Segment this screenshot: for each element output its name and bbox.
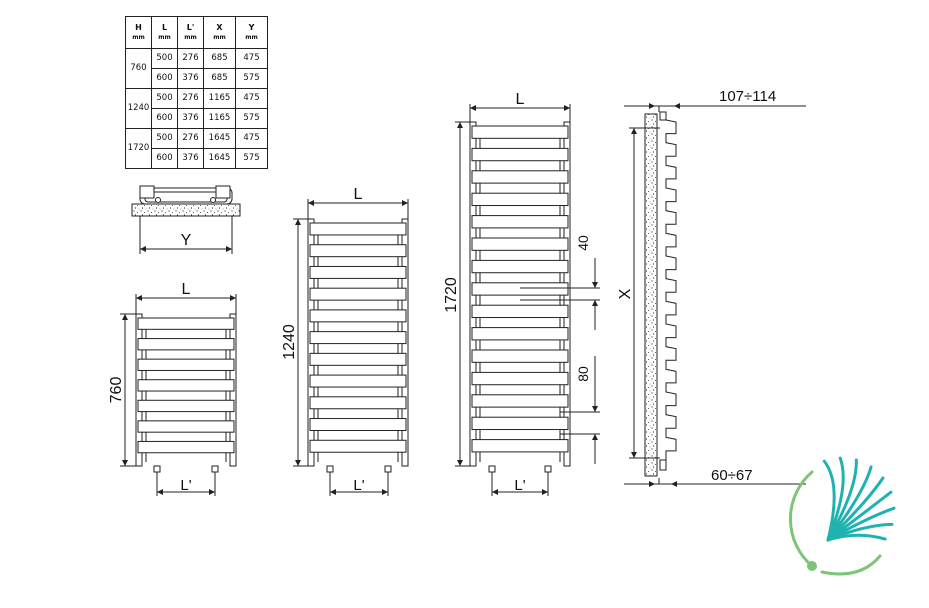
radiator-760 (135, 313, 237, 473)
top-bracket (659, 111, 667, 121)
header-l-prime: L'mm (177, 16, 204, 49)
bracket-clamp-left (139, 185, 155, 199)
table-row: 600 376 1645 575 (126, 148, 268, 169)
radiator-bar (309, 439, 407, 453)
dim-label-depth-bottom: 60÷67 (711, 467, 753, 484)
valve-right (211, 465, 219, 473)
radiator-bar (471, 371, 569, 386)
dims-1240 (293, 199, 409, 496)
screw-icon (155, 197, 161, 203)
valve-right (384, 465, 392, 473)
dim-label-height-760: 760 (108, 377, 125, 404)
logo-arc-left (789, 470, 814, 568)
radiator-bar (137, 338, 235, 351)
dims-760 (120, 294, 237, 496)
logo-ray (822, 459, 836, 542)
radiator-bar (137, 420, 235, 433)
dim-label-depth-top: 107÷114 (719, 88, 776, 105)
wall-section (131, 203, 241, 217)
logo-dot (807, 561, 817, 571)
radiator-bar (309, 222, 407, 236)
logo-ray (826, 465, 873, 542)
radiator-bar (309, 331, 407, 345)
table-row: 1240 500 276 1165 475 (125, 88, 268, 129)
radiator-bar (471, 125, 569, 139)
radiator-bar (471, 192, 569, 207)
dim-label-y: Y (181, 232, 192, 249)
dim-label-l-prime-1720: L' (514, 477, 525, 494)
valve-left (153, 465, 161, 473)
radiator-bar (471, 147, 569, 162)
wall-section (644, 113, 658, 477)
dim-label-l-prime-1240: L' (353, 477, 364, 494)
bottom-bracket (659, 459, 667, 471)
radiator-bar (471, 304, 569, 319)
radiator-bar (309, 396, 407, 410)
radiator-bar (309, 287, 407, 301)
radiator-bar (309, 418, 407, 431)
dim-label-spacing-40: 40 (575, 235, 591, 251)
valve-left (488, 465, 496, 473)
valve-right (544, 465, 552, 473)
bracket-clamp-right (215, 185, 231, 199)
radiator-bar (471, 215, 569, 229)
brand-logo-icon (789, 456, 896, 576)
cell-y: 475 (235, 48, 268, 69)
radiator-bar (137, 399, 235, 413)
radiator-bar (137, 317, 235, 330)
radiator-1720 (469, 121, 571, 473)
radiator-side-profile (665, 119, 677, 460)
logo-ray (826, 533, 887, 542)
logo-ray (826, 458, 858, 542)
radiator-bar (471, 327, 569, 341)
top-view (131, 185, 241, 254)
radiator-bar (471, 282, 569, 296)
radiator-bar (471, 394, 569, 408)
dim-label-l-prime-760: L' (180, 477, 191, 494)
radiator-bar (137, 440, 235, 454)
dim-label-height-1240: 1240 (281, 324, 298, 360)
radiator-bar (471, 349, 569, 363)
dim-label-l-1240: L (354, 186, 363, 203)
radiator-bar (309, 309, 407, 323)
radiator-bar (309, 244, 407, 258)
cell-h: 760 (125, 48, 152, 89)
radiator-bar (471, 259, 569, 274)
dim-label-l-1720: L (516, 91, 525, 108)
logo-arc-bottom (820, 554, 882, 576)
radiator-bar (471, 237, 569, 251)
dim-label-x: X (617, 288, 634, 299)
radiator-bar (471, 170, 569, 184)
radiator-bar (309, 374, 407, 388)
valve-left (326, 465, 334, 473)
radiator-bar (471, 439, 569, 453)
cell-h: 1240 (125, 88, 152, 129)
cell-x: 1645 (203, 148, 236, 169)
side-view (624, 103, 806, 487)
cell-y: 575 (235, 148, 268, 169)
radiator-bar (471, 416, 569, 431)
radiator-bar (137, 379, 235, 392)
dim-label-l-760: L (182, 281, 191, 298)
dim-label-spacing-80: 80 (575, 366, 591, 382)
logo-ray (826, 456, 845, 542)
table-row: 600 376 1165 575 (126, 108, 268, 129)
dims-1720 (455, 104, 600, 496)
radiator-bar (137, 358, 235, 371)
screw-icon (210, 197, 216, 203)
radiator-bar (309, 352, 407, 366)
radiator-bar (309, 265, 407, 279)
dim-label-height-1720: 1720 (443, 277, 460, 313)
radiator-1240 (307, 218, 409, 473)
